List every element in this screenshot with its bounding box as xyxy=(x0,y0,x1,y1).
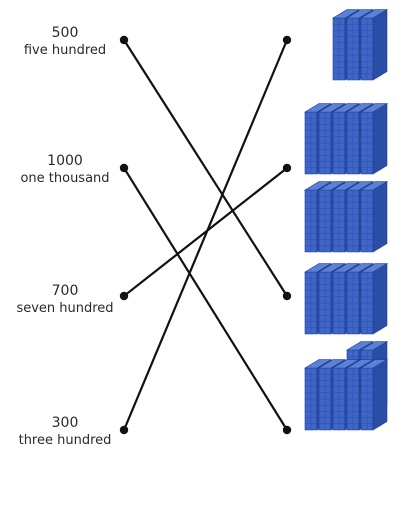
number-words: seven hundred xyxy=(16,301,114,316)
right-dot[interactable] xyxy=(282,35,292,45)
match-line xyxy=(123,39,288,297)
blocks-group-300 xyxy=(331,9,389,81)
match-line xyxy=(123,167,288,431)
blocks-group-1000 xyxy=(303,103,389,253)
right-dot[interactable] xyxy=(282,163,292,173)
number-label: 300 xyxy=(51,415,79,431)
number-words: three hundred xyxy=(18,433,112,448)
right-dot[interactable] xyxy=(282,425,292,435)
number-words: one thousand xyxy=(20,171,110,186)
left-item-1000: 1000 one thousand xyxy=(0,152,130,187)
number-label: 500 xyxy=(51,25,79,41)
match-line xyxy=(122,39,289,431)
number-words: five hundred xyxy=(23,43,107,58)
left-item-300: 300 three hundred xyxy=(0,414,130,449)
left-dot[interactable] xyxy=(119,35,129,45)
number-label: 1000 xyxy=(47,153,83,169)
blocks-group-500 xyxy=(303,359,389,431)
left-dot[interactable] xyxy=(119,291,129,301)
left-item-500: 500 five hundred xyxy=(0,24,130,59)
number-label: 700 xyxy=(51,283,79,299)
left-dot[interactable] xyxy=(119,425,129,435)
left-item-700: 700 seven hundred xyxy=(0,282,130,317)
right-dot[interactable] xyxy=(282,291,292,301)
match-line xyxy=(123,167,288,297)
left-dot[interactable] xyxy=(119,163,129,173)
